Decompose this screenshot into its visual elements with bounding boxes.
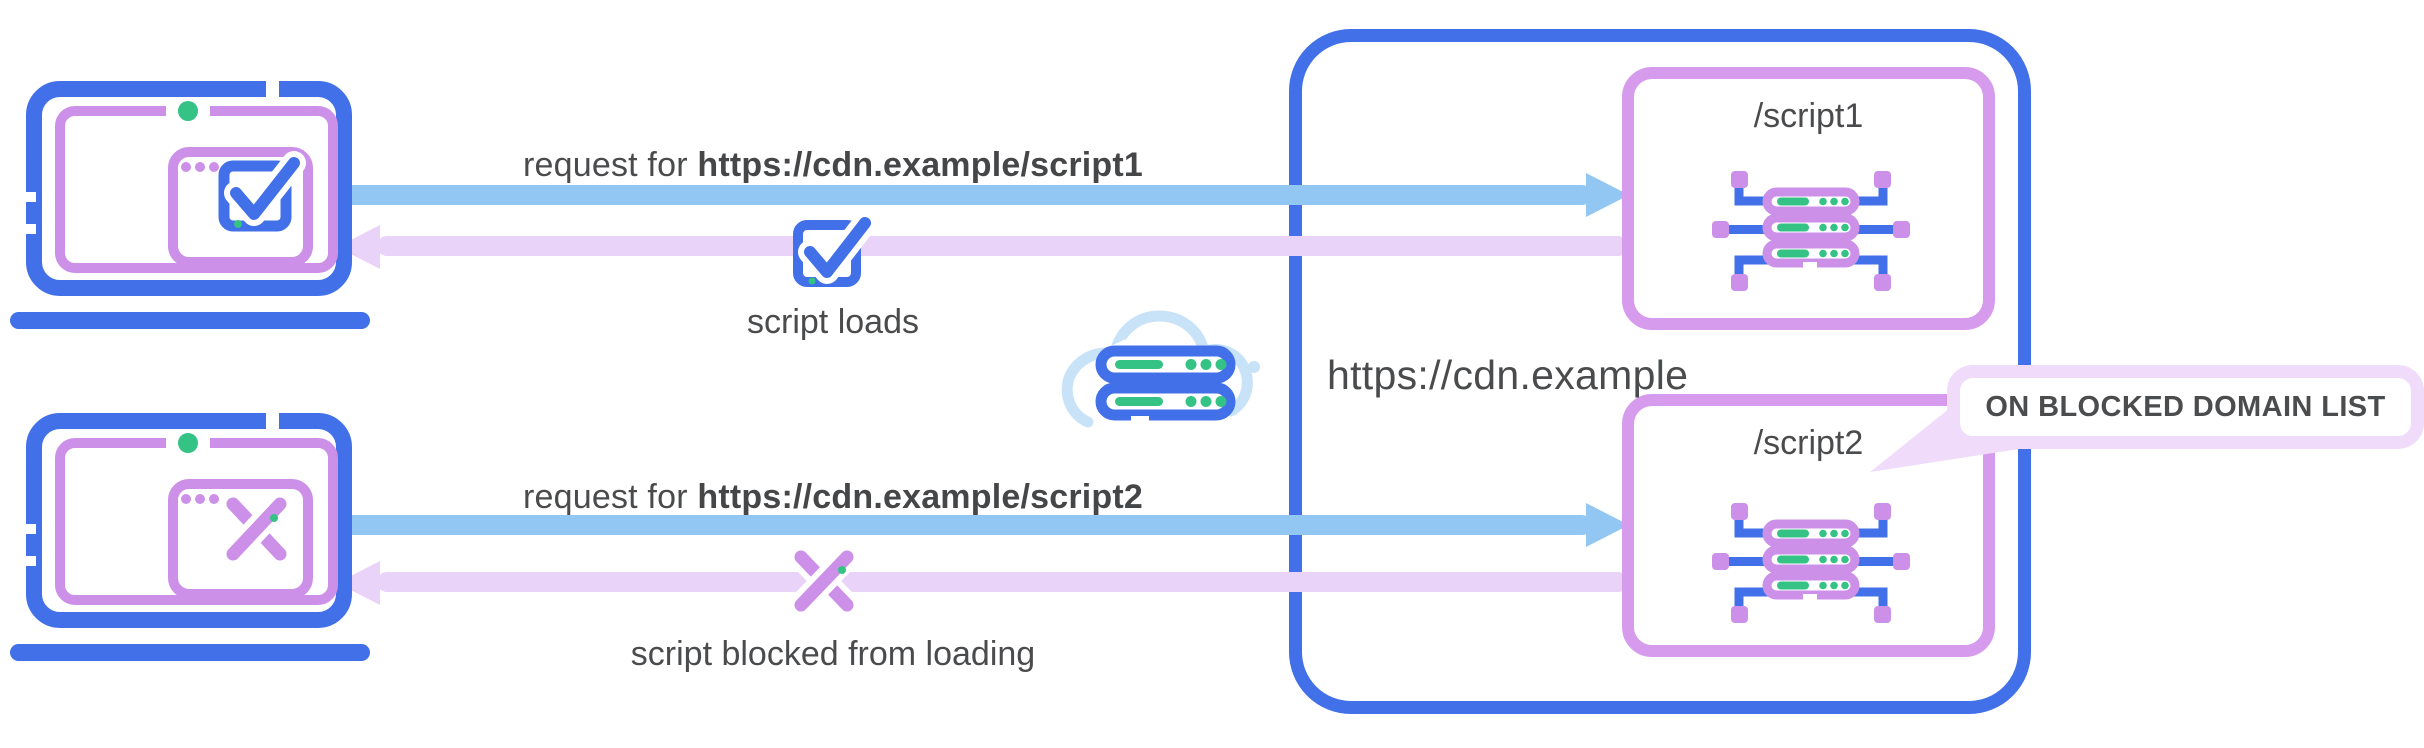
laptop-blocked-icon xyxy=(10,412,370,661)
blocked-cross-icon xyxy=(788,544,860,618)
request-prefix: request for xyxy=(522,478,698,516)
endpoint-label-script1: /script1 xyxy=(1753,97,1864,135)
request-text-script2: request for https://cdn.example/script2 xyxy=(433,478,1233,517)
checkbox-check-icon xyxy=(793,211,877,287)
server-cluster-icon xyxy=(1712,503,1910,623)
server-cluster-icon xyxy=(1712,171,1910,291)
blocked-domain-callout-text: ON BLOCKED DOMAIN LIST xyxy=(1985,390,2386,423)
request-url: https://cdn.example/script2 xyxy=(697,478,1143,516)
request-url: https://cdn.example/script1 xyxy=(697,146,1143,184)
request-prefix: request for xyxy=(522,146,698,184)
response-arrow-script2 xyxy=(337,561,1628,605)
response-caption-script1: script loads xyxy=(747,303,919,341)
cdn-domain-label: https://cdn.example xyxy=(1327,352,1689,398)
request-arrow-script2 xyxy=(336,503,1629,547)
laptop-allowed-icon xyxy=(10,80,370,329)
cloud-server-icon xyxy=(1061,310,1260,428)
blocked-domain-callout: ON BLOCKED DOMAIN LIST xyxy=(1947,365,2424,449)
request-text-script1: request for https://cdn.example/script1 xyxy=(433,146,1233,185)
endpoint-label-script2: /script2 xyxy=(1753,424,1864,462)
response-caption-script2: script blocked from loading xyxy=(630,635,1036,673)
request-arrow-script1 xyxy=(336,173,1629,217)
response-arrow-script1 xyxy=(337,225,1628,269)
